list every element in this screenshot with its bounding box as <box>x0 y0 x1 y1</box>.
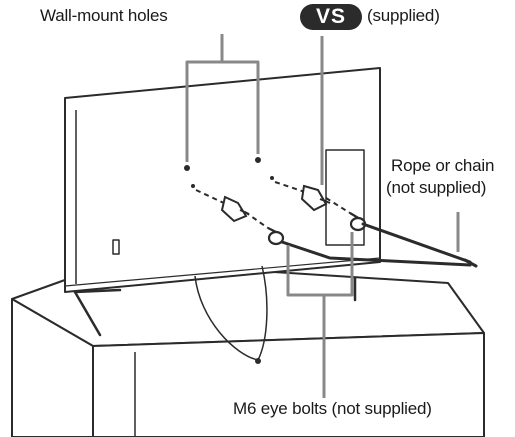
mount-hole <box>255 157 261 163</box>
eye-bolts-label: M6 eye bolts (not supplied) <box>233 399 432 419</box>
tv-side-button <box>113 240 119 254</box>
mount-hole <box>191 184 195 188</box>
wall-mount-holes-label: Wall-mount holes <box>40 6 168 26</box>
not-supplied-label: (not supplied) <box>386 178 486 198</box>
supplied-label: (supplied) <box>367 6 440 26</box>
cable-clip <box>255 358 261 364</box>
mount-hole <box>270 176 274 180</box>
mount-hole <box>184 165 190 171</box>
rope-or-chain-label: Rope or chain <box>391 156 494 176</box>
table-side <box>93 333 484 437</box>
vs-part-badge: VS <box>300 4 362 30</box>
